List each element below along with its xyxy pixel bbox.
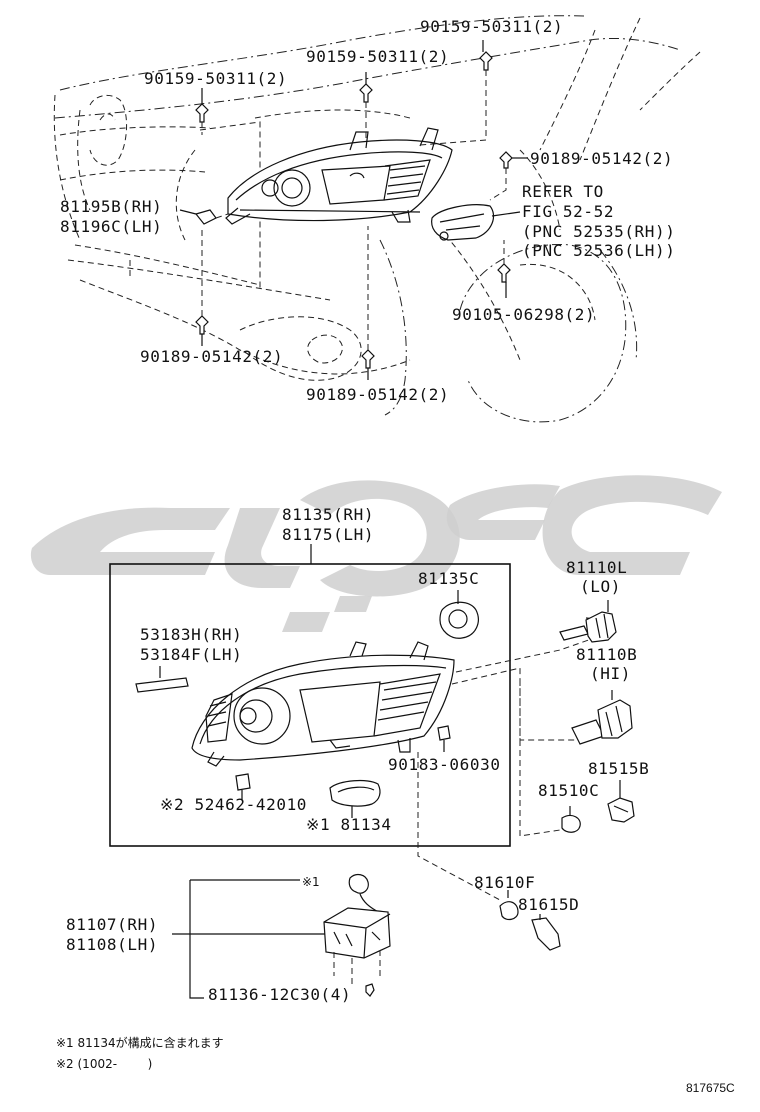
note-1: ※1 81134が構成に含まれます <box>56 1035 224 1050</box>
unit-rh-label: 81135(RH) <box>282 505 374 524</box>
computer-unit <box>172 873 391 999</box>
note-2: ※2 (1002- ) <box>56 1057 152 1071</box>
bottom-labels: 81135(RH) 81175(LH) 81135C 53183H(RH) 53… <box>66 505 649 1004</box>
screw-right-lower-label: 90105-06298(2) <box>452 305 595 324</box>
computer-rh-label: 81107(RH) <box>66 915 158 934</box>
assembly-frame <box>109 563 511 847</box>
bulb-hi-tag-label: (HI) <box>590 664 631 683</box>
screw-computer-label: 81136-12C30(4) <box>208 985 351 1004</box>
refer-to-label: REFER TO <box>522 182 604 201</box>
cap-label: 81135C <box>418 569 479 588</box>
bulb-615-label: 81615D <box>518 895 579 914</box>
seal-lh-label: 53184F(LH) <box>140 645 242 664</box>
watermark-logo <box>30 475 722 632</box>
refer-pnc-rh-label: (PNC 52535(RH)) <box>522 222 676 241</box>
bolt-top-left-label: 90159-50311(2) <box>144 69 287 88</box>
mark-1-label: ※1 <box>302 875 320 889</box>
unit-assembly <box>109 544 511 847</box>
cover-134-label: ※1 81134 <box>306 815 392 834</box>
headlamp-top-view <box>225 127 453 225</box>
screw-bottom-center-label: 90189-05142(2) <box>306 385 449 404</box>
cover-810-label: 81510C <box>538 781 599 800</box>
bolt-top-center-label: 90159-50311(2) <box>306 47 449 66</box>
socket-815-label: 81515B <box>588 759 649 778</box>
figure-code: 817675C <box>686 1081 735 1095</box>
screw-bottom-left-label: 90189-05142(2) <box>140 347 283 366</box>
fasteners-top <box>179 40 528 380</box>
top-labels: 90159-50311(2) 90159-50311(2) 90159-5031… <box>60 17 676 404</box>
bulb-lo-tag-label: (LO) <box>580 577 621 596</box>
refer-fig-label: FIG 52-52 <box>522 202 614 221</box>
headlamp-bracket-lh-label: 81196C(LH) <box>60 217 162 236</box>
computer-lh-label: 81108(LH) <box>66 935 158 954</box>
bolt-top-right-label: 90159-50311(2) <box>420 17 563 36</box>
screw-right-upper-label: 90189-05142(2) <box>530 149 673 168</box>
footnotes: ※1 81134が構成に含まれます ※2 (1002- ) 817675C <box>56 1035 735 1095</box>
refer-pnc-lh-label: (PNC 52536(LH)) <box>522 241 676 260</box>
vehicle-front-outline <box>53 15 701 423</box>
headlamp-bracket-rh-label: 81195B(RH) <box>60 197 162 216</box>
seal-rh-label: 53183H(RH) <box>140 625 242 644</box>
bulb-lo-code-label: 81110L <box>566 558 627 577</box>
bulb-hi-code-label: 81110B <box>576 645 637 664</box>
unit-lh-label: 81175(LH) <box>282 525 374 544</box>
grommet-code-label: ※2 52462-42010 <box>160 795 307 814</box>
clip-label: 90183-06030 <box>388 755 501 774</box>
socket-610-label: 81610F <box>474 873 535 892</box>
bulbs-sockets <box>499 600 635 951</box>
